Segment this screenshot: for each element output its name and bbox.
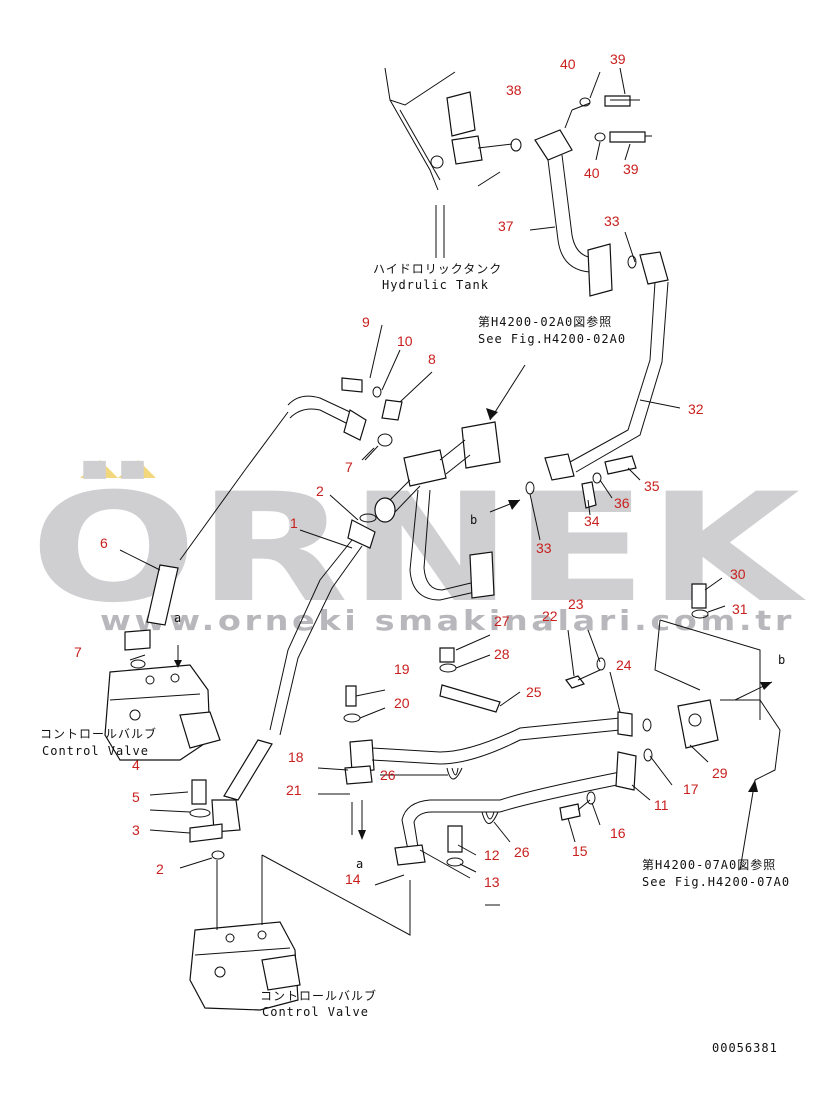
part-label: 22 bbox=[542, 608, 558, 624]
part-label: 19 bbox=[394, 661, 410, 677]
control-valve-upper bbox=[104, 645, 221, 761]
part-label: 29 bbox=[712, 765, 728, 781]
suction-pipe-37 bbox=[529, 95, 652, 297]
hydraulic-tank-caption-en: Hydrulic Tank bbox=[382, 278, 489, 292]
fasteners-right bbox=[559, 583, 709, 821]
part-label: 32 bbox=[688, 401, 704, 417]
part-label: 3 bbox=[132, 822, 140, 838]
part-label: 2 bbox=[316, 483, 324, 499]
part-label: 34 bbox=[584, 513, 600, 529]
part-label: 39 bbox=[610, 51, 626, 67]
bracket-25 bbox=[439, 647, 501, 713]
part-label: 36 bbox=[614, 495, 630, 511]
captions: ハイドロリックタンク Hydrulic Tank 第H4200-02A0図参照 … bbox=[40, 262, 790, 1055]
ref-a-bottom: a bbox=[356, 857, 364, 871]
see-fig-02-caption-jp: 第H4200-02A0図参照 bbox=[478, 314, 612, 329]
part-label: 4 bbox=[132, 757, 140, 773]
part-label: 35 bbox=[644, 478, 660, 494]
part-label: 18 bbox=[288, 749, 304, 765]
part-label: 31 bbox=[732, 601, 748, 617]
part-label: 16 bbox=[610, 825, 626, 841]
part-label: 23 bbox=[568, 596, 584, 612]
part-label: 28 bbox=[494, 646, 510, 662]
see-fig-07-caption-jp: 第H4200-07A0図参照 bbox=[642, 857, 776, 872]
part-label: 39 bbox=[623, 161, 639, 177]
part-label: 8 bbox=[428, 351, 436, 367]
part-label: 13 bbox=[484, 874, 500, 890]
hose-32 bbox=[525, 251, 681, 541]
control-valve2-caption-jp: コントロールバルブ bbox=[260, 988, 377, 1003]
part-label: 10 bbox=[397, 333, 413, 349]
pipe-11 bbox=[394, 751, 637, 879]
part-label: 15 bbox=[572, 843, 588, 859]
part-label: 27 bbox=[494, 613, 510, 629]
part-label: 14 bbox=[345, 871, 361, 887]
part-label: 7 bbox=[74, 644, 82, 660]
part-label: 37 bbox=[498, 218, 514, 234]
part-label: 6 bbox=[100, 535, 108, 551]
watermark-accent-left-icon bbox=[80, 460, 118, 478]
part-label: 11 bbox=[654, 797, 669, 813]
part-label: 1 bbox=[290, 515, 298, 531]
hose-6 bbox=[124, 377, 403, 651]
control-valve2-caption-en: Control Valve bbox=[262, 1005, 369, 1019]
ref-a-top: a bbox=[174, 611, 182, 625]
drawing-number: 00056381 bbox=[712, 1041, 778, 1055]
watermark-url: www.orneki smakinalari.com.tr bbox=[100, 604, 795, 637]
control-valve-lower bbox=[189, 854, 411, 1011]
watermark-accent-right-icon bbox=[118, 460, 156, 478]
part-label: 38 bbox=[506, 82, 522, 98]
part-label: 20 bbox=[394, 695, 410, 711]
reference-arrows bbox=[358, 499, 521, 906]
manifold-assembly bbox=[364, 364, 526, 601]
ref-b-left: b bbox=[470, 513, 478, 527]
fasteners-left bbox=[129, 654, 225, 869]
part-label: 2 bbox=[156, 861, 164, 877]
pipe-18 bbox=[343, 685, 633, 785]
clamps-26 bbox=[446, 767, 499, 824]
see-fig-07-caption-en: See Fig.H4200-07A0 bbox=[642, 875, 790, 889]
part-label: 30 bbox=[730, 566, 746, 582]
part-label: 25 bbox=[526, 684, 542, 700]
leader-lines bbox=[119, 67, 726, 886]
block-29 bbox=[654, 619, 781, 871]
part-label: 21 bbox=[286, 782, 302, 798]
part-label: 40 bbox=[560, 56, 576, 72]
part-label: 5 bbox=[132, 789, 140, 805]
part-label: 12 bbox=[484, 847, 500, 863]
part-label: 24 bbox=[616, 657, 632, 673]
part-label: 9 bbox=[362, 314, 370, 330]
watermark: ÖRNEK www.orneki smakinalari.com.tr bbox=[30, 460, 806, 637]
part-label: 40 bbox=[584, 165, 600, 181]
part-label: 26 bbox=[514, 844, 530, 860]
part-number-labels: 40 39 38 40 39 37 33 9 10 8 7 32 35 36 3… bbox=[74, 51, 748, 890]
part-label: 33 bbox=[604, 213, 620, 229]
part-label: 26 bbox=[380, 767, 396, 783]
see-fig-02-caption-en: See Fig.H4200-02A0 bbox=[478, 332, 626, 346]
control-valve-caption-jp: コントロールバルブ bbox=[40, 726, 157, 741]
control-valve-caption-en: Control Valve bbox=[42, 744, 149, 758]
hydraulic-tank-caption-jp: ハイドロリックタンク bbox=[373, 262, 502, 276]
part-label: 7 bbox=[345, 459, 353, 475]
ref-b-right: b bbox=[778, 653, 786, 667]
hydraulic-tank bbox=[384, 67, 522, 258]
part-label: 33 bbox=[536, 540, 552, 556]
part-label: 17 bbox=[683, 781, 699, 797]
